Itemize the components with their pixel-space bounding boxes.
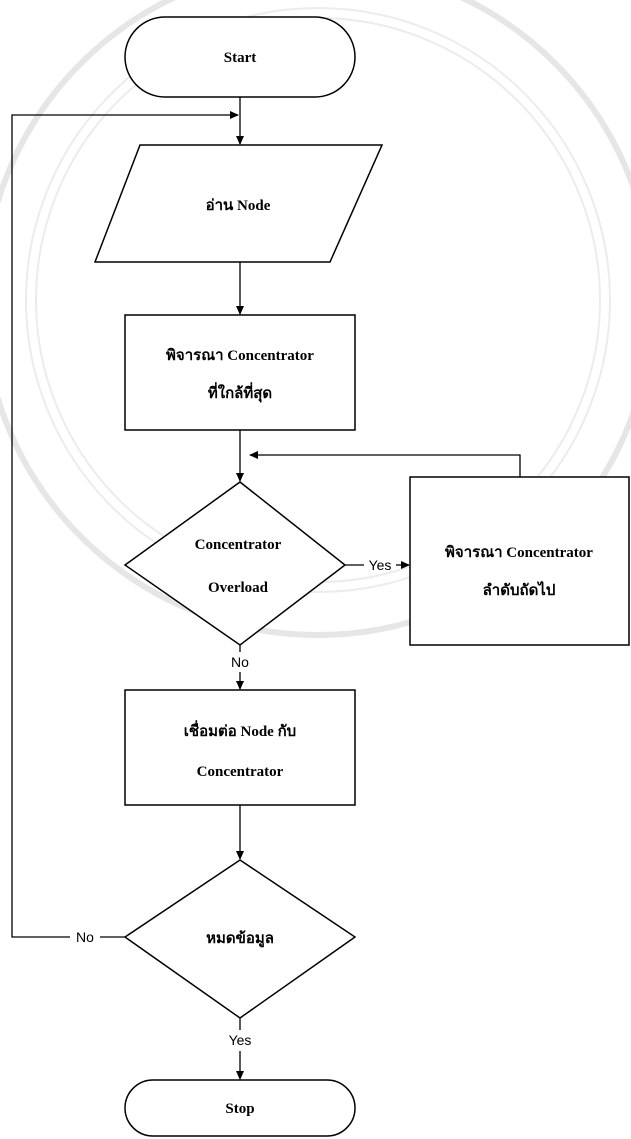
loop-next-concentrator-line bbox=[249, 451, 521, 477]
next-concentrator-line-2: ลำดับถัดไป bbox=[483, 580, 556, 599]
end-of-data-no-label: No bbox=[76, 929, 94, 945]
connect-node-process bbox=[124, 689, 356, 806]
read-node-input bbox=[93, 144, 384, 263]
overload-line-2: Overload bbox=[208, 580, 269, 596]
consider-nearest-process bbox=[124, 314, 356, 431]
read-node-label: อ่าน Node bbox=[206, 197, 271, 214]
connect-line-1: เชื่อมต่อ Node กับ bbox=[184, 720, 296, 740]
consider-nearest-line-2: ที่ใกล้ที่สุด bbox=[208, 382, 272, 403]
next-concentrator-process bbox=[409, 476, 630, 646]
overload-no-label: No bbox=[231, 654, 249, 670]
end-of-data-label: หมดข้อมูล bbox=[206, 930, 274, 948]
stop-terminator bbox=[124, 1079, 356, 1137]
consider-nearest-line-1: พิจารณา Concentrator bbox=[166, 346, 314, 364]
stop-label: Stop bbox=[225, 1101, 254, 1117]
start-label: Start bbox=[224, 50, 257, 66]
overload-decision bbox=[123, 481, 347, 646]
loop-back-line bbox=[11, 111, 239, 938]
connect-line-2: Concentrator bbox=[197, 764, 284, 780]
overload-yes-label: Yes bbox=[369, 557, 392, 573]
overload-line-1: Concentrator bbox=[195, 537, 282, 553]
end-of-data-yes-label: Yes bbox=[229, 1032, 252, 1048]
next-concentrator-line-1: พิจารณา Concentrator bbox=[445, 543, 593, 561]
